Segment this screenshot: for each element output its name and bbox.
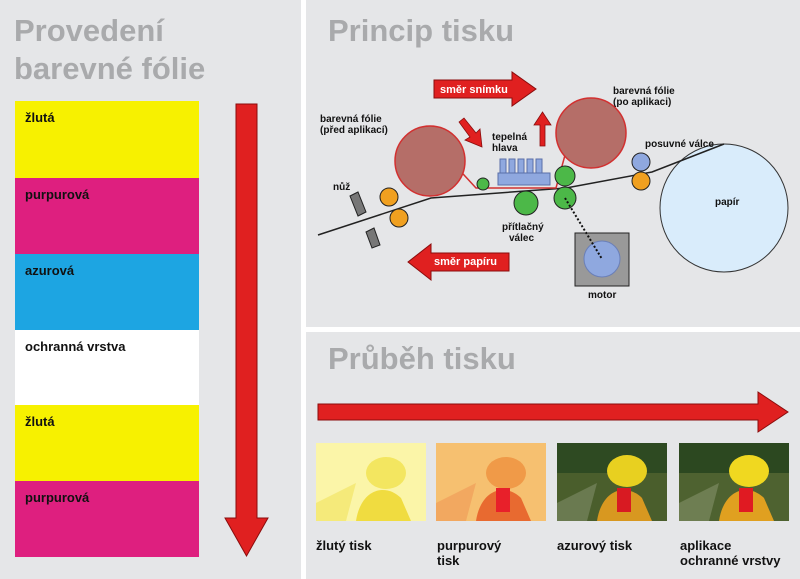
foil-band-magenta-2: purpurová — [15, 481, 199, 557]
foil-after-line2: (po aplikaci) — [613, 97, 672, 108]
principle-diagram — [317, 71, 789, 287]
head-line1: tepelná — [492, 132, 528, 143]
printing-principle-panel: Princip tisku — [306, 0, 800, 327]
motor-label: motor — [588, 290, 617, 301]
thermal-head-icon — [497, 158, 551, 186]
step-magenta-label: purpurový tisk — [437, 538, 501, 568]
band-label: žlutá — [25, 414, 55, 429]
slide-roller-top — [631, 152, 651, 172]
head-line2: hlava — [492, 143, 518, 154]
step-magenta-line1: purpurový — [437, 538, 502, 553]
paper-direction-label: směr papíru — [434, 256, 497, 268]
step-protective-line2: ochranné vrstvy — [680, 553, 781, 568]
foil-title: Provedení barevné fólie — [14, 12, 205, 88]
foil-before-line1: barevná fólie — [320, 114, 382, 125]
band-label: žlutá — [25, 110, 55, 125]
foil-roll-after — [555, 97, 627, 169]
step-cyan-label: azurový tisk — [557, 538, 633, 553]
foil-band-yellow: žlutá — [15, 101, 199, 178]
pressure-roller-label: přítlačný válec — [502, 222, 544, 244]
principle-title: Princip tisku — [328, 13, 515, 48]
film-direction-arrow — [433, 71, 537, 107]
foil-roll-before — [394, 125, 466, 197]
band-label: azurová — [25, 263, 75, 278]
step-magenta-image — [436, 443, 546, 521]
foil-after-label: barevná fólie (po aplikaci) — [613, 86, 675, 108]
foil-before-label: barevná fólie (před aplikací) — [320, 114, 388, 136]
foil-in-arrow-icon — [458, 117, 483, 148]
foil-out-arrow-icon — [533, 111, 552, 147]
feed-roller-bottom — [389, 208, 409, 228]
feed-roller-top — [379, 187, 399, 207]
foil-before-line2: (před aplikací) — [320, 125, 388, 136]
pressure-roller — [513, 190, 539, 216]
knife-lower-icon — [365, 227, 381, 249]
foil-band-yellow-2: žlutá — [15, 405, 199, 481]
motor-wheel — [583, 240, 621, 278]
progress-title: Průběh tisku — [328, 341, 516, 376]
foil-structure-panel: Provedení barevné fólie žlutá purpurová … — [0, 0, 301, 579]
knife-upper-icon — [349, 191, 367, 217]
foil-title-line1: Provedení — [14, 13, 164, 48]
film-direction-label: směr snímku — [440, 84, 508, 96]
slide-rollers-label: posuvné válce — [645, 139, 714, 150]
thermal-head-label: tepelná hlava — [492, 132, 527, 154]
paper-direction-arrow — [407, 242, 510, 282]
foil-band-cyan: azurová — [15, 254, 199, 330]
step-protective-label: aplikace ochranné vrstvy — [680, 538, 780, 568]
step-yellow-label: žlutý tisk — [316, 538, 372, 553]
foil-band-magenta: purpurová — [15, 178, 199, 254]
band-label: purpurová — [25, 187, 90, 202]
progress-arrow — [317, 391, 789, 433]
foil-after-line1: barevná fólie — [613, 86, 675, 97]
pressure-line1: přítlačný — [502, 222, 544, 233]
foil-band-protective: ochranná vrstva — [15, 330, 199, 405]
step-protective-image — [679, 443, 789, 521]
down-arrow — [224, 103, 269, 558]
idler-roller — [476, 177, 490, 191]
band-label: purpurová — [25, 490, 90, 505]
paper-roll — [659, 143, 789, 273]
step-magenta-line2: tisk — [437, 553, 460, 568]
foil-title-line2: barevné fólie — [14, 51, 206, 86]
slide-roller-bottom — [631, 171, 651, 191]
step-yellow-image — [316, 443, 426, 521]
knife-label: nůž — [333, 182, 351, 193]
pressure-line2: válec — [509, 233, 535, 244]
step-cyan-image — [557, 443, 667, 521]
step-protective-line1: aplikace — [680, 538, 732, 553]
drive-roller-top — [554, 165, 576, 187]
band-label: ochranná vrstva — [25, 339, 126, 354]
paper-label: papír — [715, 197, 740, 208]
